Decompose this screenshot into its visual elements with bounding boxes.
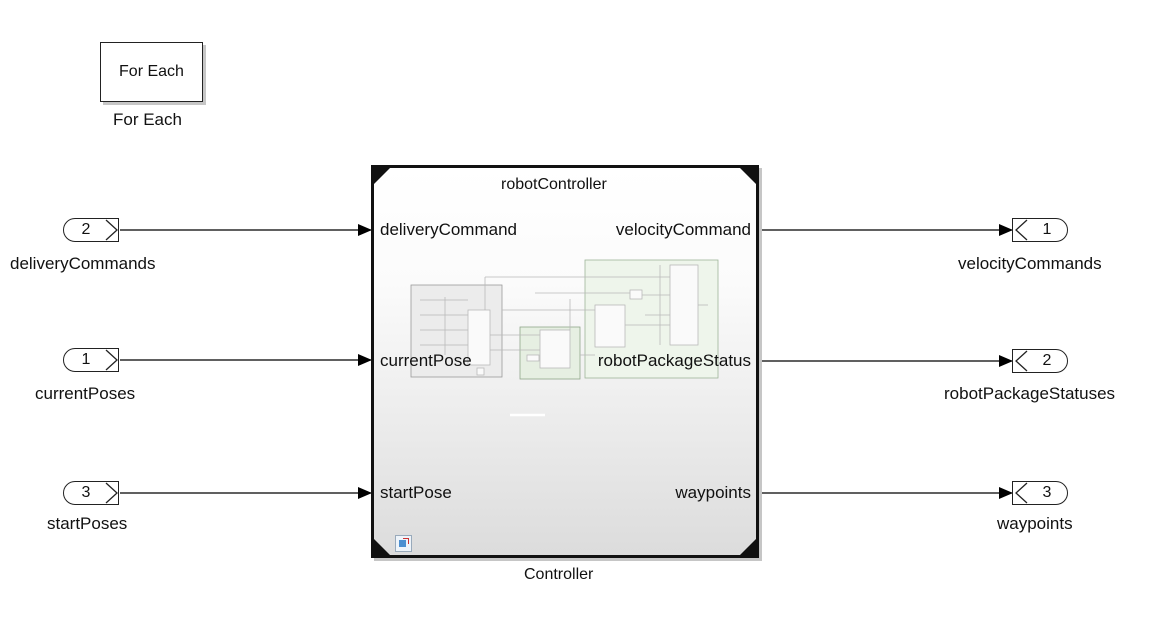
corner-mark [740, 168, 756, 184]
corner-mark [374, 539, 390, 555]
inport-label: currentPoses [35, 384, 136, 403]
outport-block[interactable]: 3 [1012, 481, 1068, 505]
inport-number: 2 [81, 221, 91, 238]
input-port-label: deliveryCommand [380, 220, 517, 239]
inport-block[interactable]: 3 [63, 481, 119, 505]
model-reference-icon[interactable] [395, 535, 412, 552]
inport-label: startPoses [47, 514, 128, 533]
subsystem-caption: Controller [524, 566, 594, 583]
model-thumbnail [410, 259, 719, 417]
for-each-block-text: For Each [119, 63, 184, 80]
outport-label: velocityCommands [958, 254, 1102, 273]
corner-mark [374, 168, 390, 184]
outport-block[interactable]: 2 [1012, 349, 1068, 373]
outport-label: waypoints [997, 514, 1073, 533]
for-each-block[interactable]: For Each [100, 42, 203, 102]
inport-label: deliveryCommands [10, 254, 156, 273]
inport-number: 3 [81, 484, 91, 501]
inport-block[interactable]: 1 [63, 348, 119, 372]
outport-number: 2 [1042, 352, 1052, 369]
outport-number: 1 [1042, 221, 1052, 238]
outport-number: 3 [1042, 484, 1052, 501]
inport-block[interactable]: 2 [63, 218, 119, 242]
outport-label: robotPackageStatuses [944, 384, 1116, 403]
output-port-label: velocityCommand [615, 220, 751, 239]
input-port-label: startPose [380, 483, 452, 502]
output-port-label: waypoints [675, 483, 751, 502]
output-port-label: robotPackageStatus [597, 351, 751, 370]
input-port-label: currentPose [380, 351, 472, 370]
corner-mark [740, 539, 756, 555]
subsystem-title: robotController [501, 176, 607, 193]
inport-number: 1 [81, 351, 91, 368]
for-each-caption: For Each [113, 110, 182, 129]
outport-block[interactable]: 1 [1012, 218, 1068, 242]
